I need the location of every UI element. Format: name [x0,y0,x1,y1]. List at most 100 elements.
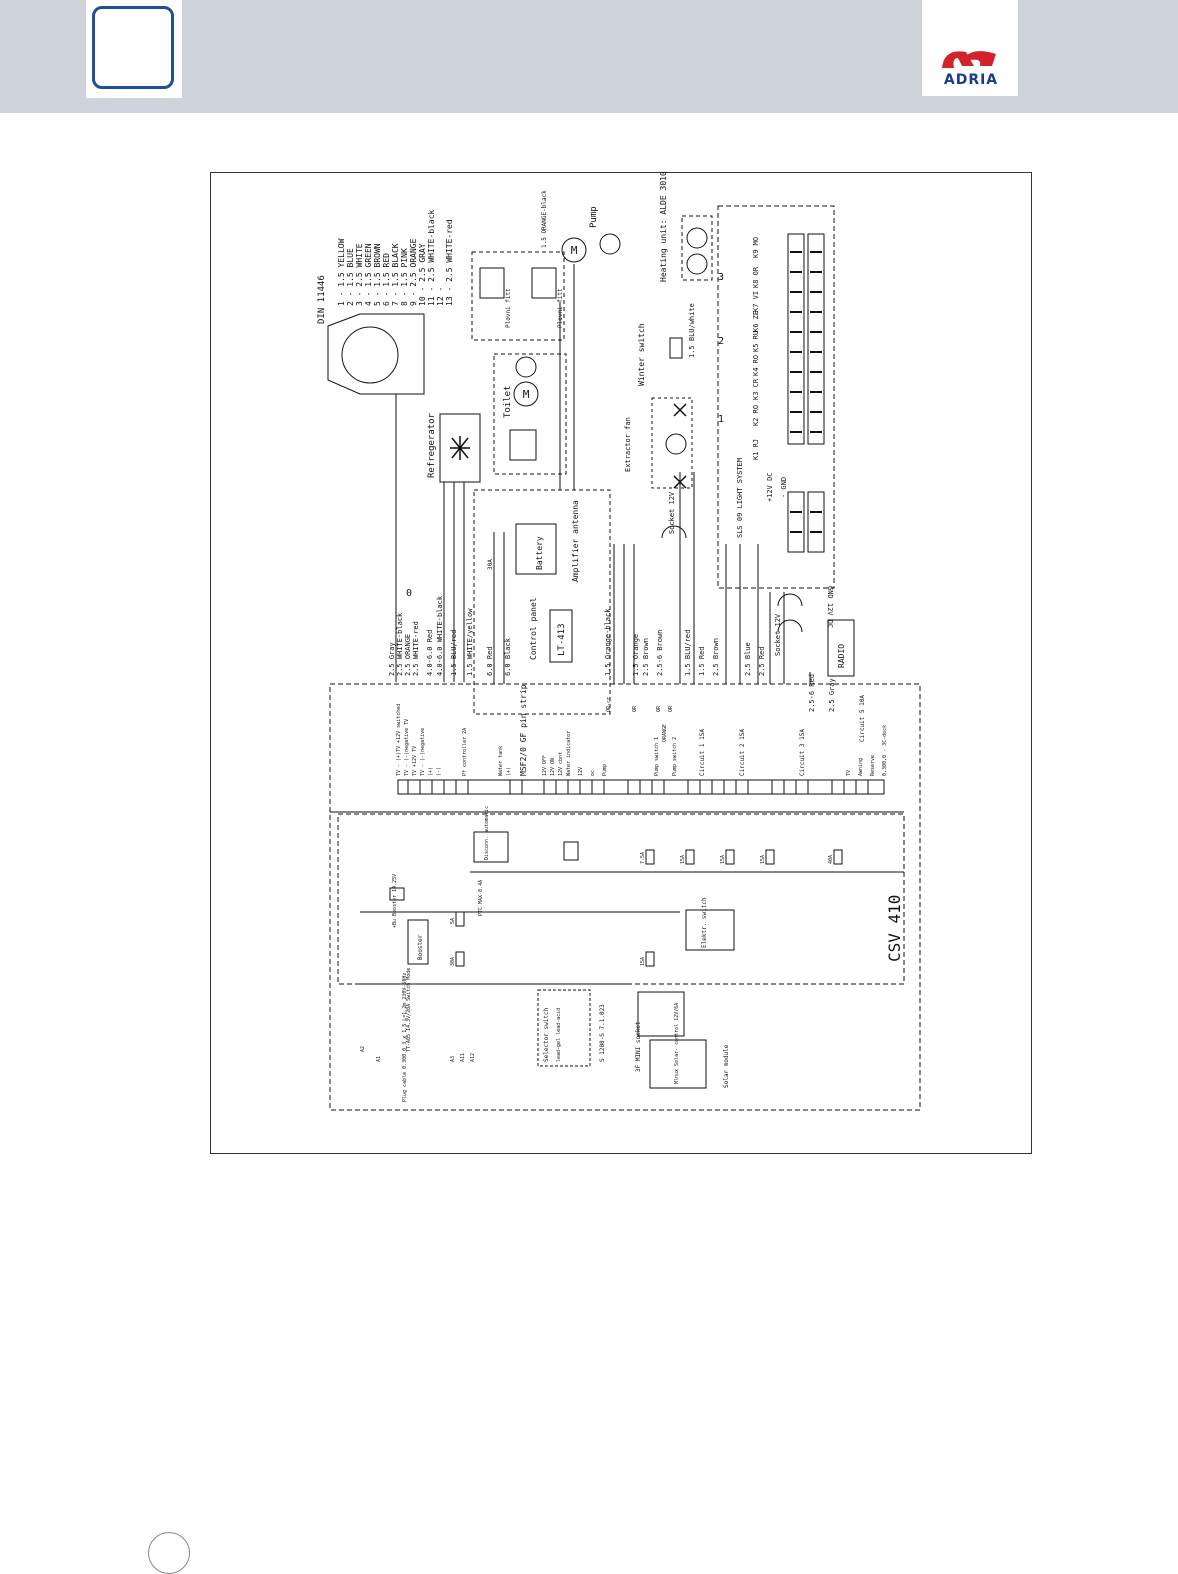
wire-label: 2.5-6 Red [808,674,816,712]
fuse-label: 5A [450,918,456,924]
selector-options: lead-gel lead-acid [556,1008,562,1062]
circuit-label: Circuit 2 15A [739,729,746,776]
csv-label: CSV 410 [885,895,904,962]
din-pin: 12 - [436,287,445,306]
toilet-motor-label: M [523,388,530,401]
ptc-label: PTC MAX 0.4A [478,880,484,916]
wire-label: 2.5 Blue [744,642,752,676]
socket-top-label: Socket 12V [668,491,676,534]
din-pin: 11 - 2.5 WHITE-black [427,209,436,306]
din-pin: 2 - 1.5 BLUE [346,248,355,306]
pin-label: Pump [602,764,608,776]
wire-label: 6.0 Red [486,646,494,676]
circuit-labels: Circuit 1 15A Circuit 2 15A Circuit 3 15… [699,695,866,776]
fuse-label: 7.5A [640,852,646,864]
winter-wire-label: 1.5 BLU/white [688,303,696,358]
pin-label: Pump switch 1 [654,737,660,776]
group-number: 1 [718,414,724,425]
float-switch-label: Plovni fitt [505,288,512,328]
k-label: K4 RO [752,355,760,376]
din-pin: 8 - 1.5 PINK [400,248,409,306]
fuse-30a-label: 30A [487,559,494,570]
k-label: K6 ZE [752,311,760,332]
din-pin: 13 - 2.5 WHITE-red [445,219,454,306]
din-socket-housing [327,313,425,395]
orange-tag: OR [668,705,674,712]
fuse-label: 15A [720,855,726,864]
fuse-label: 30A [450,957,456,966]
terminal-a: A2 [360,1046,366,1052]
k-label-row: K1 RJ K2 RO K3 CR K4 RO K5 RU K6 ZE K7 V… [752,237,760,460]
k-label: K1 RJ [752,439,760,460]
wire-label: 1.5 BLU/red [450,630,458,676]
pump-label: Pump [589,206,599,228]
pin-label: 12V [578,767,584,776]
float-switch-label: Plovni fitt [557,288,564,328]
fan-cross-icon [673,403,687,489]
heating-box [681,215,713,281]
pin-label: (-) [436,767,442,776]
orange-tags: OR-cr OR OR OR ORANGE [606,697,674,742]
pin-label: 12V cbnt [558,752,564,776]
wire-label: 2.5 WHITE-black [396,612,404,676]
pin-strip-label: MSF2/0 GF pin strip [519,684,528,776]
orange-tag: ORANGE [662,724,668,742]
lt413-label: LT-413 [557,623,567,656]
toilet-box [493,353,567,475]
gnd-label: - GND [780,477,788,498]
pin-label: 12V OFF [542,755,548,776]
pin-labels: TV - (+)TV +12V switched TV - (-)negativ… [396,704,888,776]
din-pin-list: 1 - 1.5 YELLOW 2 - 1.5 BLUE 3 - 2.5 WHIT… [337,209,454,306]
pin-label: (+) [428,767,434,776]
k-label: K3 CR [752,378,760,400]
group-number: 2 [718,336,724,347]
pin-label: TV - (+)TV +12V switched [396,704,402,776]
terminal-ticks [407,780,869,794]
adria-logo-icon [942,51,996,68]
pin-label: Water tank [498,746,504,776]
plug-cable-label: Plug cable 0.300.0 3 x 1.5 L=1.2m 230V-5… [402,973,408,1102]
s1208-label: S 1208-S 7.1.023 [599,1004,606,1062]
csv-block-outline [329,683,921,1111]
pin-label: Water indicator [566,731,572,776]
plus12-label: +12V DC [766,472,774,502]
light-pins [790,251,822,533]
solar-module-label: Solar module [723,1044,730,1088]
light-system-label: SLS 09 LIGHT SYSTEM [736,458,744,538]
wire-label: 4.0-6.0 WHITE-black [436,595,444,676]
pin-label: Reserve [870,755,876,776]
pin-label: TV - (-)negative TV [404,719,410,776]
wire-label: 4.0-6.0 Red [426,630,434,676]
din-pin: 9 - 2.5 ORANGE [409,238,418,306]
din-pin: 5 - 1.5 BROWN [373,243,382,306]
amplifier-label: Amplifier antenna [571,500,580,582]
fuse-label: 15A [680,855,686,864]
din-pin: 10 - 2.5 GRAY [418,243,427,306]
mini-socket-label: 3F MINI socket [635,1021,642,1072]
battery-box [515,523,557,575]
group-number: 3 [718,272,724,283]
wire-label: 1.5 Orange-black [604,608,612,676]
extractor-fan-label: Extractor fan [624,417,632,472]
pin-label: TV +12V TV [412,746,418,776]
refrigerator-label: Refregerator [427,412,437,478]
motor-m-label: M [571,244,578,257]
solar-box-label: Mlnux Solar- control 12V/6A [674,1003,680,1084]
pump-motor [561,237,587,263]
toilet-label: Toilet [503,385,513,418]
wire-label: 1.5 Red [698,646,706,676]
orange-tag: OR [632,705,638,712]
solar-box [649,1039,707,1089]
fuse-group [389,841,843,967]
elektr-switch-label: Elektr. switch [701,897,708,948]
pump-wire-label: 1.5 ORANGE-black [541,190,548,248]
orange-tag: OR-cr [606,697,612,712]
k-label: K9 MO [752,237,760,258]
wire-label: 2.5-6 Brown [656,630,664,676]
page-number-badge [148,1532,190,1574]
pin-label: TV - (-)negative [420,728,426,776]
pin-label: Pump switch 2 [672,737,678,776]
wire-label: 2.5 Red [758,646,766,676]
heating-unit-label: Heating unit: ALDE 3010 [659,172,668,282]
din-pin: 4 - 1.5 GREEN [364,243,373,306]
